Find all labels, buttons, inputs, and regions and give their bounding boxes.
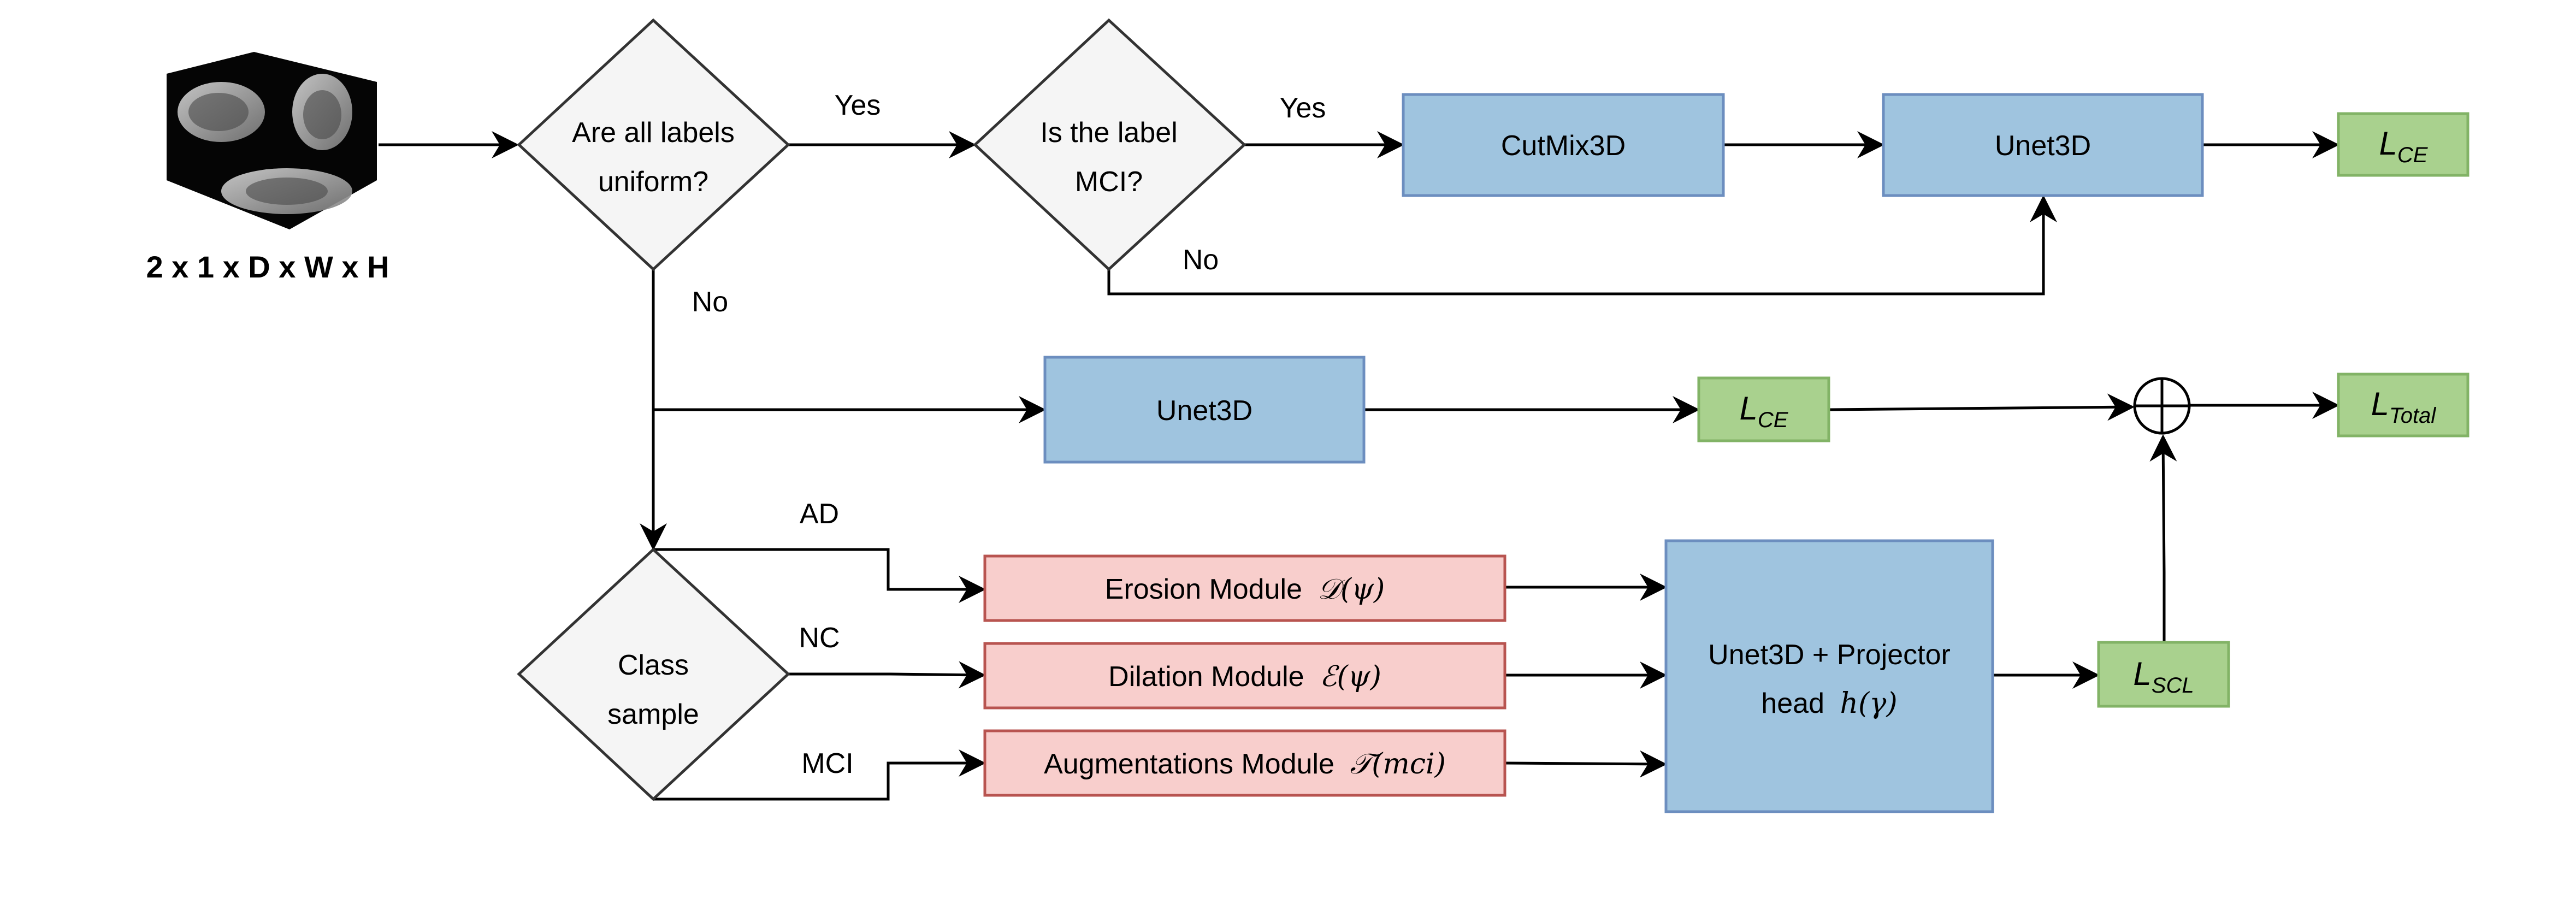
- augmentations-module-text: Augmentations Module 𝒯(mci): [1044, 748, 1446, 781]
- erosion-module-text: Erosion Module 𝒟(ψ): [1105, 573, 1385, 606]
- decision-mci-line1: Is the label: [1040, 117, 1178, 149]
- decision-class-sample: Class sample: [517, 547, 790, 801]
- dilation-module: Dilation Module ℰ(ψ): [983, 642, 1506, 710]
- loss-total-sub: Total: [2389, 404, 2436, 428]
- edge-label-mci: MCI: [801, 748, 853, 779]
- cutmix-label: CutMix3D: [1501, 130, 1626, 162]
- decision-mci-line2: MCI?: [1075, 166, 1143, 198]
- unet-mid-block: Unet3D: [1043, 356, 1366, 464]
- loss-ce-top-sub: CE: [2397, 143, 2429, 167]
- unet-projector-block: Unet3D + Projector head h(γ): [1664, 539, 1994, 813]
- edge-label-yes-mci: Yes: [1280, 92, 1326, 124]
- decision-uniform: Are all labels uniform?: [517, 18, 790, 271]
- edge-labels: Yes Yes No No AD NC MCI: [692, 90, 1326, 779]
- loss-total-main: L: [2371, 386, 2389, 422]
- edge-label-ad: AD: [800, 498, 839, 530]
- loss-ce-top-text: LCE: [2379, 125, 2429, 167]
- edge-label-no-uniform: No: [692, 286, 728, 318]
- dilation-module-label: Dilation Module: [1108, 661, 1304, 693]
- unet-projector-math: h(γ): [1840, 687, 1897, 720]
- decision-class-sample-line2: sample: [607, 699, 699, 730]
- decision-class-sample-diamond: [517, 547, 790, 801]
- augmentations-module: Augmentations Module 𝒯(mci): [983, 729, 1506, 797]
- unet-top-block: Unet3D: [1882, 93, 2204, 197]
- decision-uniform-line2: uniform?: [598, 166, 708, 198]
- decision-mci-diamond: [973, 18, 1246, 271]
- unet-top-label: Unet3D: [1995, 130, 2091, 162]
- augmentations-module-math: 𝒯(mci): [1350, 748, 1445, 781]
- loss-ce-mid-sub: CE: [1758, 408, 1789, 432]
- erosion-module: Erosion Module 𝒟(ψ): [983, 554, 1506, 622]
- loss-scl-main: L: [2133, 655, 2151, 692]
- sum-operator-icon: [2133, 377, 2191, 435]
- erosion-module-math: 𝒟(ψ): [1317, 573, 1385, 606]
- cutmix-block: CutMix3D: [1402, 93, 1725, 197]
- loss-total-text: LTotal: [2371, 386, 2437, 428]
- dilation-module-math: ℰ(ψ): [1320, 660, 1381, 693]
- loss-scl-text: LSCL: [2133, 655, 2194, 698]
- edge-label-yes-uniform: Yes: [835, 90, 881, 121]
- edge-label-no-mci: No: [1183, 244, 1219, 276]
- unet-mid-label: Unet3D: [1156, 395, 1252, 427]
- loss-ce-top: LCE: [2337, 112, 2469, 177]
- loss-scl-sub: SCL: [2152, 673, 2194, 698]
- augmentations-module-label: Augmentations Module: [1044, 748, 1334, 780]
- edge-label-nc: NC: [799, 622, 840, 654]
- loss-total: LTotal: [2337, 373, 2469, 438]
- loss-ce-mid-main: L: [1740, 390, 1758, 427]
- loss-ce-mid: LCE: [1697, 376, 1830, 442]
- edges: [379, 131, 2339, 801]
- erosion-module-label: Erosion Module: [1105, 574, 1302, 605]
- input-shape-caption: 2 x 1 x D x W x H: [146, 250, 389, 284]
- loss-scl: LSCL: [2097, 641, 2230, 708]
- decision-uniform-diamond: [517, 18, 790, 271]
- dilation-module-text: Dilation Module ℰ(ψ): [1108, 660, 1381, 693]
- decision-class-sample-line1: Class: [618, 649, 689, 681]
- loss-ce-mid-text: LCE: [1740, 390, 1789, 432]
- decision-uniform-line1: Are all labels: [572, 117, 735, 149]
- decision-mci: Is the label MCI?: [973, 18, 1246, 271]
- brain-volume-icon: [167, 52, 377, 229]
- unet-projector-head-label: head: [1761, 688, 1824, 719]
- loss-ce-top-main: L: [2379, 125, 2397, 162]
- unet-projector-line1: Unet3D + Projector: [1708, 639, 1951, 671]
- unet-projector-line2: head h(γ): [1761, 687, 1897, 720]
